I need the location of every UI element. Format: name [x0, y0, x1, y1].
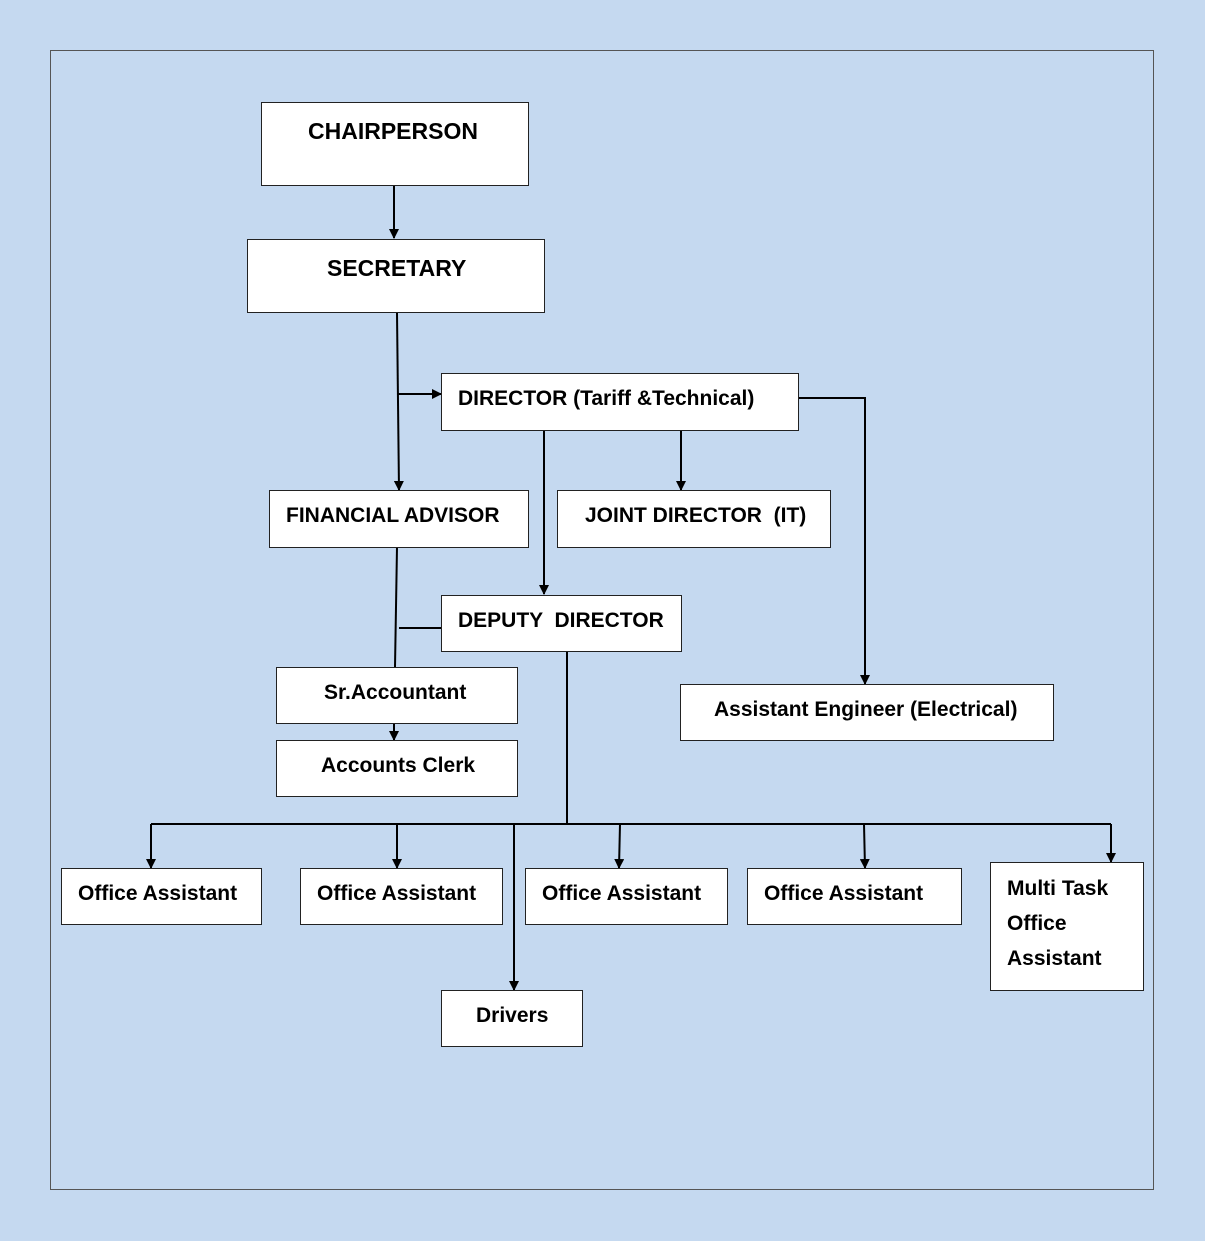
- assistant-engineer-label: Assistant Engineer (Electrical): [714, 698, 1018, 721]
- office-assistant-label: Office Assistant: [764, 882, 924, 905]
- office-assistant-box-4: Office Assistant: [747, 868, 962, 925]
- secretary-label: SECRETARY: [327, 255, 467, 281]
- connector-director-engineer: [798, 397, 870, 685]
- office-assistant-label: Office Assistant: [542, 882, 702, 905]
- accounts-clerk-label: Accounts Clerk: [321, 754, 476, 777]
- assistant-engineer-box: Assistant Engineer (Electrical): [680, 684, 1054, 741]
- director-box: DIRECTOR (Tariff &Technical): [441, 373, 799, 431]
- sr-accountant-label: Sr.Accountant: [324, 681, 467, 704]
- chairperson-label: CHAIRPERSON: [308, 118, 478, 144]
- multi-task-label: Multi Task Office Assistant: [1007, 877, 1109, 970]
- connector-bus-oa3: [614, 823, 625, 869]
- office-assistant-box-3: Office Assistant: [525, 868, 728, 925]
- office-assistant-box-2: Office Assistant: [300, 868, 503, 925]
- joint-director-box: JOINT DIRECTOR (IT): [557, 490, 831, 548]
- diagram-frame: [50, 50, 1154, 1190]
- connector-bus-oa4: [859, 823, 870, 869]
- joint-director-label: JOINT DIRECTOR (IT): [585, 504, 807, 527]
- connector-fa-sraccountant: [394, 546, 398, 668]
- accounts-clerk-box: Accounts Clerk: [276, 740, 518, 797]
- deputy-director-label: DEPUTY DIRECTOR: [458, 609, 664, 632]
- financial-advisor-box: FINANCIAL ADVISOR: [269, 490, 529, 548]
- drivers-label: Drivers: [476, 1004, 549, 1027]
- office-assistant-label: Office Assistant: [317, 882, 477, 905]
- sr-accountant-box: Sr.Accountant: [276, 667, 518, 724]
- office-assistant-label: Office Assistant: [78, 882, 238, 905]
- office-assistant-box-1: Office Assistant: [61, 868, 262, 925]
- connector-secretary-fa: [393, 312, 404, 491]
- secretary-box: SECRETARY: [247, 239, 545, 313]
- multi-task-box: Multi Task Office Assistant: [990, 862, 1144, 991]
- chairperson-box: CHAIRPERSON: [261, 102, 529, 186]
- deputy-director-box: DEPUTY DIRECTOR: [441, 595, 682, 652]
- financial-advisor-label: FINANCIAL ADVISOR: [286, 504, 500, 527]
- director-label: DIRECTOR (Tariff &Technical): [458, 387, 755, 410]
- drivers-box: Drivers: [441, 990, 583, 1047]
